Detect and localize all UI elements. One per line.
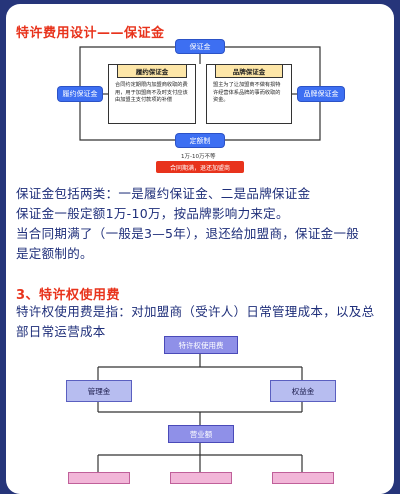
royalty-description: 特许权使用费是指：对加盟商（受许人）日常管理成本，以及总 部日常运营成本 [16,302,388,342]
royalty-fee-node: 特许权使用费 [164,336,238,354]
royalty-line-1: 特许权使用费是指：对加盟商（受许人）日常管理成本，以及总 [16,304,375,319]
brand-deposit-card: 品牌保证金 盟主为了让加盟商不做有损特许经营体系品牌的事而收取的资金。 [206,64,292,124]
performance-deposit-card-body: 合同约定期限内加盟商收取的费用，用于加盟商不及时支付应该由加盟主支付款项的补偿 [115,82,188,103]
sub-node-left [68,472,130,484]
brand-deposit-card-title: 品牌保证金 [215,64,283,78]
deposit-line-4: 是定额制的。 [16,246,93,261]
deposit-line-1: 保证金包括两类：一是履约保证金、二是品牌保证金 [16,186,311,201]
brand-deposit-node: 品牌保证金 [298,87,344,101]
brand-deposit-card-body: 盟主为了让加盟商不做有损特许经营体系品牌的事而收取的资金。 [213,82,281,103]
sub-node-middle [170,472,232,484]
royalty-line-2: 部日常运营成本 [16,324,106,339]
management-fee-node: 管理金 [66,380,132,402]
deposit-line-2: 保证金一般定额1万-10万，按品牌影响力来定。 [16,206,289,221]
section-heading-deposit: 特许费用设计——保证金 [16,26,165,41]
royalty-diagram-lines [97,352,303,472]
deposit-line-3: 当合同期满了（一般是3—5年），退还给加盟商，保证金一般 [16,226,360,241]
performance-deposit-card-title: 履约保证金 [117,64,187,78]
deposit-node: 保证金 [176,40,224,53]
deposit-description: 保证金包括两类：一是履约保证金、二是品牌保证金 保证金一般定额1万-10万，按品… [16,184,388,264]
revenue-node: 营业额 [168,425,234,443]
equity-fee-node: 权益金 [270,380,336,402]
sub-node-right [272,472,334,484]
amount-range-label: 1万-10万不等 [181,154,216,160]
section-heading-royalty: 3、特许权使用费 [16,288,121,303]
deposit-diagram-lines [79,46,321,141]
refund-note-badge: 合同期满，退还加盟商 [156,161,244,173]
performance-deposit-node: 履约保证金 [58,87,102,101]
fixed-amount-node: 定额制 [176,134,224,147]
performance-deposit-card: 履约保证金 合同约定期限内加盟商收取的费用，用于加盟商不及时支付应该由加盟主支付… [108,64,196,124]
